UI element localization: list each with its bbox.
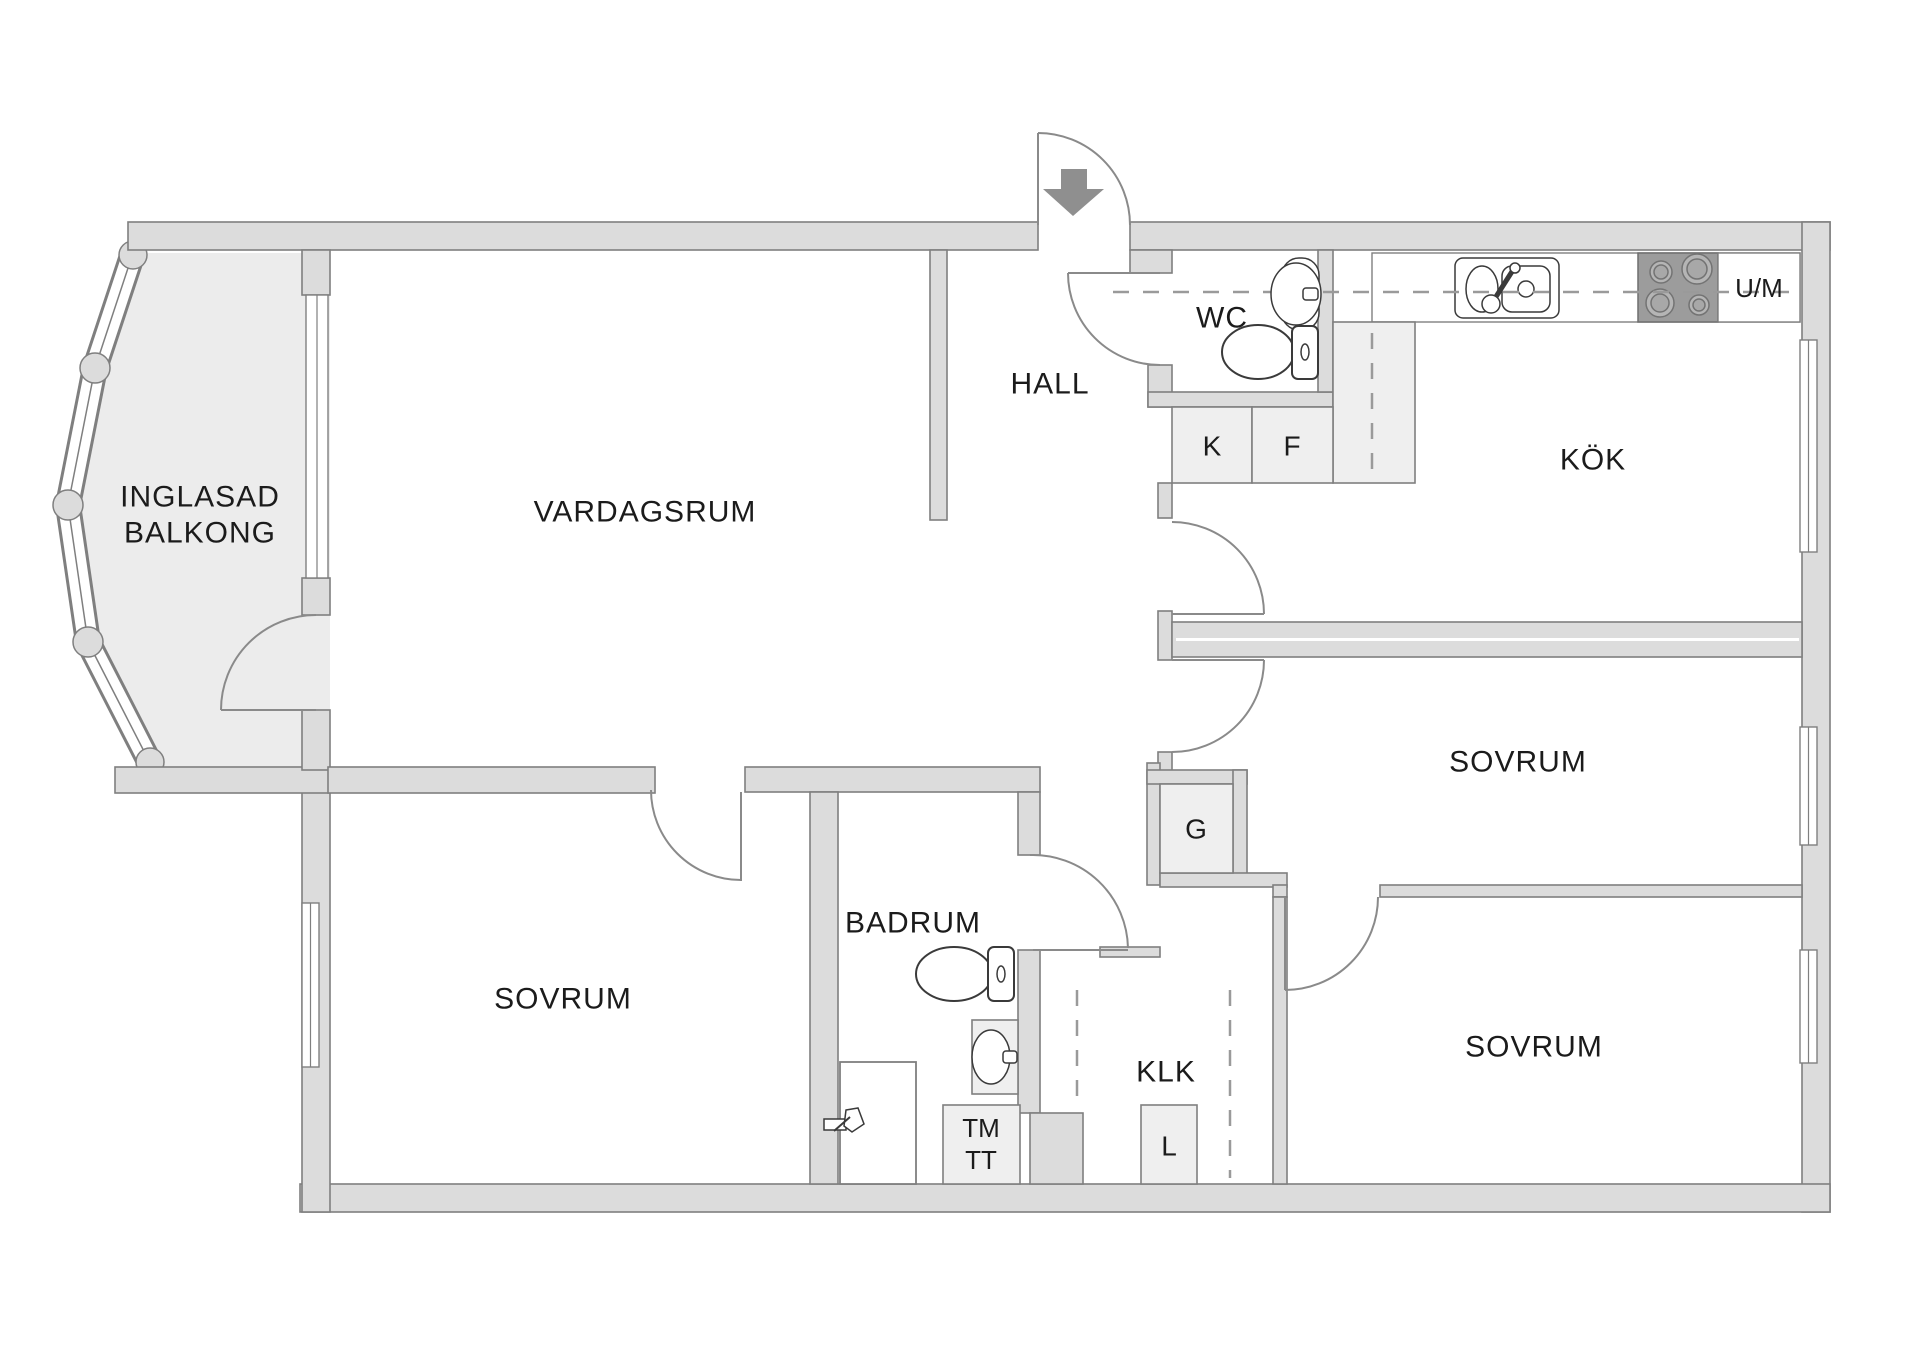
- hall-label: HALL: [1010, 368, 1089, 401]
- wc-toilet-icon: [1221, 324, 1319, 380]
- entrance-door: [1037, 132, 1131, 226]
- balcony-floor: [68, 253, 330, 767]
- washer-label: TM: [962, 1113, 1000, 1143]
- window-bedroom-mid: [1799, 726, 1818, 846]
- wc-label: WC: [1196, 302, 1248, 335]
- fixtures: [823, 169, 1322, 1185]
- bathroom-sink-icon: [971, 1019, 1019, 1095]
- balcony-bow-windows: [52, 240, 165, 777]
- bedroom-sw-label: SOVRUM: [494, 983, 632, 1016]
- fridge-label: K: [1203, 431, 1222, 462]
- kitchen-label: KÖK: [1560, 444, 1626, 477]
- bow-joint: [52, 489, 84, 521]
- linen-label: L: [1161, 1131, 1177, 1162]
- windows: [301, 294, 1818, 1068]
- dryer-label: TT: [965, 1145, 997, 1175]
- washer-dryer-box: [942, 1104, 1021, 1185]
- kitchen-cabinet-column: [1332, 321, 1416, 484]
- bathroom-label: BADRUM: [845, 907, 981, 940]
- wall-balcony-east-mid: [301, 577, 331, 616]
- doors: [220, 132, 1379, 991]
- wall-top-right: [1129, 221, 1831, 251]
- wall-se-door-jamb: [1272, 884, 1288, 898]
- wall-bedroom-mid-south: [1379, 884, 1803, 898]
- wall-klk-chunk: [1029, 1112, 1084, 1185]
- wall-top-left: [127, 221, 1039, 251]
- wall-hall-south-east: [744, 766, 1041, 793]
- wc-door: [1067, 272, 1161, 366]
- bow-window-segment: [55, 503, 101, 644]
- bedroom-sw-door: [650, 789, 742, 881]
- kitchen-door: [1171, 521, 1265, 615]
- bedroom-mid-door: [1171, 659, 1265, 753]
- wall-wc-east: [1317, 249, 1334, 393]
- bedroom-se-label: SOVRUM: [1465, 1031, 1603, 1064]
- cabinet-handle-icon: [823, 1107, 865, 1133]
- wall-balcony-bottom: [114, 766, 331, 794]
- bow-window-segment: [82, 248, 146, 373]
- um-appliance-box: [1717, 252, 1801, 323]
- wall-bath-east-bottom: [1017, 949, 1041, 1114]
- um-label: U/M: [1735, 273, 1783, 303]
- living-room-label: VARDAGSRUM: [534, 496, 757, 529]
- wall-balcony-east-top: [301, 249, 331, 296]
- wc-sink-icon: [1270, 257, 1322, 331]
- wall-spine-stub1: [1157, 482, 1173, 519]
- wall-hall-south-west: [327, 766, 656, 794]
- dashed-lines: [1075, 290, 1795, 1178]
- bedroom-se-door: [1284, 896, 1379, 991]
- fridge-box: [1171, 406, 1253, 484]
- wardrobe-g-box: [1159, 783, 1234, 874]
- bathroom-toilet-icon: [915, 946, 1015, 1002]
- bedroom-mid-label: SOVRUM: [1449, 746, 1587, 779]
- wall-bottom: [299, 1183, 1831, 1213]
- balcony-door: [220, 614, 317, 711]
- klk-label: KLK: [1136, 1056, 1196, 1089]
- wall-klk-north: [1099, 946, 1161, 958]
- window-balcony-living: [305, 294, 329, 579]
- wall-bath-east-top: [1017, 791, 1041, 856]
- linen-l-box: [1140, 1104, 1198, 1185]
- wall-g-bottom: [1159, 872, 1288, 888]
- bathroom-cabinet: [823, 1061, 917, 1185]
- wall-g-top: [1146, 769, 1248, 785]
- bow-window-segment: [76, 636, 162, 769]
- labels: INGLASAD BALKONG VARDAGSRUM HALL WC KÖK …: [120, 273, 1783, 1175]
- freezer-label: F: [1283, 431, 1300, 462]
- stove-burners-icon: [1645, 253, 1713, 318]
- walls: [114, 221, 1831, 1213]
- bow-joint: [72, 626, 104, 658]
- wall-entrance-jamb: [1129, 249, 1173, 274]
- entrance-arrow-icon: [1043, 169, 1104, 216]
- wall-bedroom-se-west: [1272, 896, 1288, 1185]
- wall-wc-south: [1147, 391, 1334, 408]
- wall-balcony-east-bot: [301, 709, 331, 771]
- wall-living-hall: [929, 249, 948, 521]
- storage-and-kitchen: [942, 252, 1801, 1185]
- wall-g-east: [1232, 769, 1248, 886]
- bow-window-segment: [55, 365, 108, 508]
- window-kitchen: [1799, 339, 1818, 553]
- freezer-box: [1251, 406, 1334, 484]
- window-bedroom-sw: [301, 902, 320, 1068]
- bathroom-door: [1029, 853, 1129, 951]
- bow-joint: [79, 352, 111, 384]
- kitchen-sink-icon: [1454, 257, 1560, 319]
- balcony-label-line2: BALKONG: [124, 517, 276, 550]
- wardrobe-label: G: [1185, 814, 1207, 845]
- wall-spine-stub2: [1157, 610, 1173, 661]
- window-bedroom-se: [1799, 949, 1818, 1064]
- balcony-label-line1: INGLASAD: [120, 481, 280, 514]
